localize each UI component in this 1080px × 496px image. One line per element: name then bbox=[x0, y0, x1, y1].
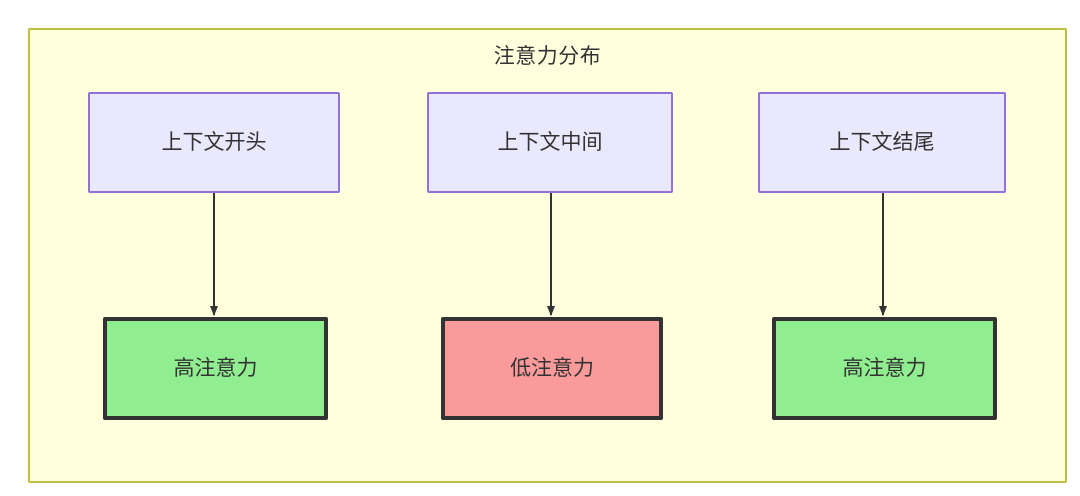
node-attention-middle[interactable]: 低注意力 bbox=[441, 317, 663, 420]
node-attention-end-label: 高注意力 bbox=[842, 356, 927, 380]
node-context-end[interactable]: 上下文结尾 bbox=[758, 92, 1006, 193]
node-context-end-label: 上下文结尾 bbox=[829, 130, 935, 154]
node-attention-start-label: 高注意力 bbox=[173, 356, 258, 380]
node-context-start[interactable]: 上下文开头 bbox=[88, 92, 340, 193]
node-context-middle-label: 上下文中间 bbox=[497, 130, 603, 154]
node-attention-start[interactable]: 高注意力 bbox=[103, 317, 328, 420]
node-attention-middle-label: 低注意力 bbox=[510, 356, 594, 380]
node-attention-end[interactable]: 高注意力 bbox=[772, 317, 997, 420]
subgraph-title: 注意力分布 bbox=[493, 45, 602, 68]
node-context-middle[interactable]: 上下文中间 bbox=[427, 92, 673, 193]
node-context-start-label: 上下文开头 bbox=[161, 130, 267, 154]
